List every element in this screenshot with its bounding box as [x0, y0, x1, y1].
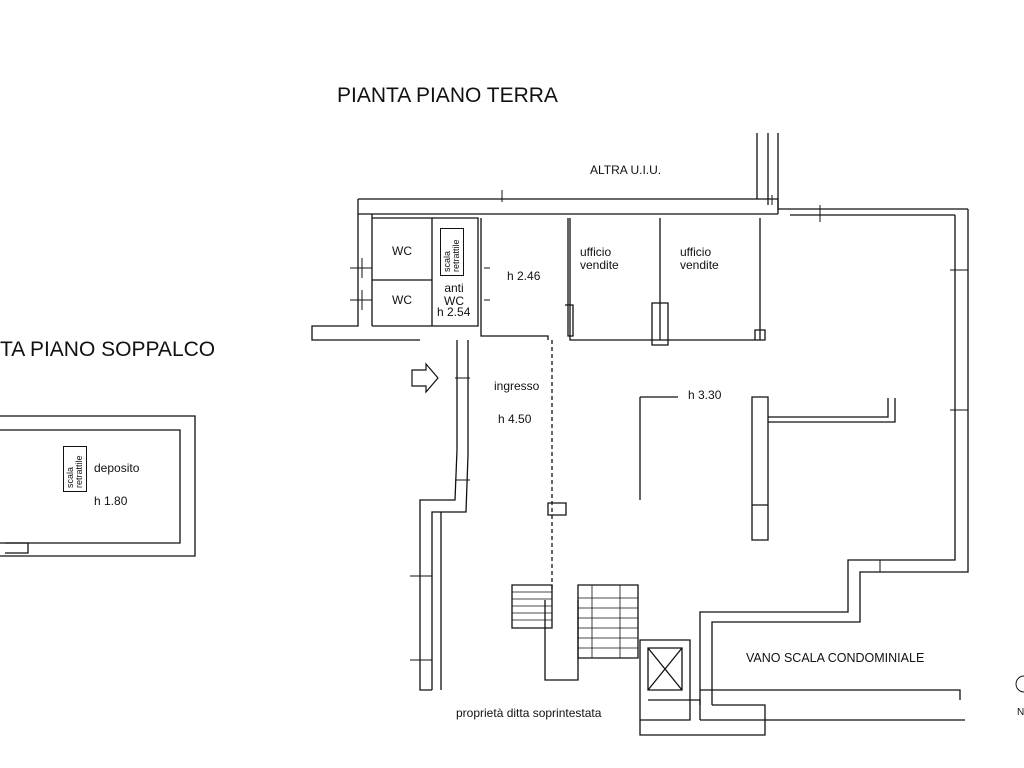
- margin-letter: N: [1017, 707, 1024, 718]
- outer-wall-top: [358, 198, 968, 216]
- mezzanine-title: TA PIANO SOPPALCO: [0, 338, 216, 361]
- counter-l-left: [639, 396, 678, 500]
- retractable-stair-text-2: scala retrattile: [65, 455, 84, 488]
- entrance-height: h 4.50: [498, 412, 532, 426]
- north-symbol-fragment: [1015, 675, 1024, 693]
- outer-wall-left-upper: [311, 199, 420, 341]
- wc-label-2: WC: [392, 293, 412, 307]
- sales-office-label-1: ufficio vendite: [580, 246, 619, 272]
- sales-office-label-2: ufficio vendite: [680, 246, 719, 272]
- main-hall-height: h 3.30: [688, 388, 722, 402]
- wc-label-1: WC: [392, 244, 412, 258]
- counter-l-mid: [751, 396, 769, 541]
- mezzanine-opening: [5, 542, 29, 554]
- anti-wc-label: anti WC: [444, 282, 464, 308]
- anti-wc-word-2: WC: [444, 294, 464, 308]
- retractable-stair-text-1: scala retrattile: [442, 239, 461, 272]
- office-1-word-2: vendite: [580, 258, 619, 272]
- office-2-word-1: ufficio: [680, 245, 712, 259]
- entrance-arrow: [411, 362, 439, 394]
- lift-shaft: [639, 639, 701, 721]
- outer-wall-left-lower: [419, 340, 469, 691]
- anti-wc-walls: [432, 217, 479, 327]
- mezzanine-walls: [0, 415, 196, 557]
- retractable-stair-box-2: scala retrattile: [63, 446, 87, 492]
- property-label: proprietà ditta soprintestata: [456, 706, 602, 720]
- stair-word-2: retrattile: [451, 239, 461, 272]
- front-room-height: h 2.46: [507, 269, 541, 283]
- stair-block: [511, 584, 639, 659]
- stair-well: [544, 600, 579, 681]
- dimension-ticks: [350, 190, 968, 661]
- office-1-word-1: ufficio: [580, 245, 612, 259]
- condominium-wall: [639, 689, 965, 736]
- entrance-label: ingresso: [494, 379, 540, 393]
- ground-floor-title: PIANTA PIANO TERRA: [337, 84, 558, 107]
- storage-height: h 1.80: [94, 494, 128, 508]
- anti-wc-word-1: anti: [444, 281, 464, 295]
- outer-wall-right: [699, 209, 969, 705]
- neighbor-label: ALTRA U.I.U.: [590, 163, 662, 177]
- office-walls: [569, 218, 766, 346]
- wc-walls: [372, 217, 433, 327]
- retractable-stair-box-1: scala retrattile: [440, 228, 464, 276]
- stair-treads: [512, 585, 638, 658]
- counter-l-right: [768, 398, 896, 423]
- anti-wc-height: h 2.54: [437, 305, 471, 319]
- stair-word-4: retrattile: [74, 455, 84, 488]
- stairwell-label: VANO SCALA CONDOMINIALE: [746, 651, 925, 665]
- storage-label: deposito: [94, 461, 140, 475]
- office-2-word-2: vendite: [680, 258, 719, 272]
- column: [547, 502, 567, 516]
- neighbor-wall: [756, 133, 779, 214]
